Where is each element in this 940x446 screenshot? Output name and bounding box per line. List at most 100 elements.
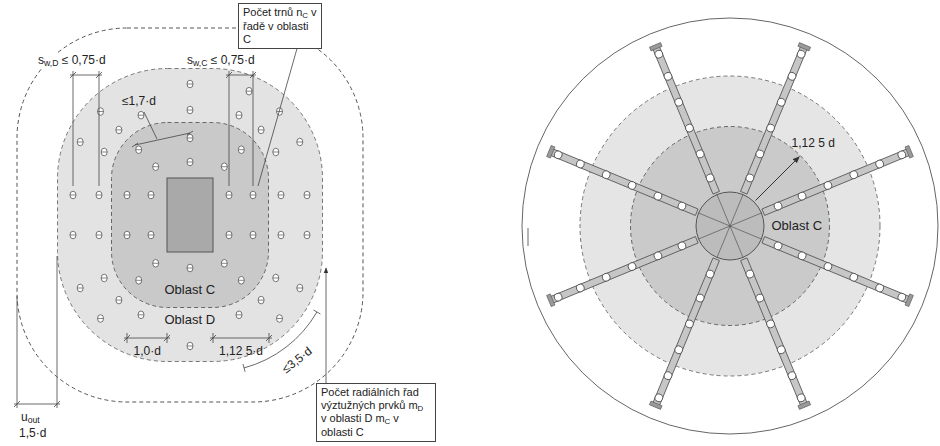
stud-head [278, 231, 284, 239]
text-part: v oblasti D m [321, 412, 385, 424]
stud [663, 371, 673, 381]
region-label: Oblast D [165, 313, 216, 328]
dimension-line [70, 75, 102, 76]
stud-mark [258, 300, 264, 301]
text-part: Oblast D [165, 312, 216, 327]
stud [138, 311, 144, 319]
rail-end [649, 43, 662, 51]
stud-mark [116, 129, 122, 130]
rail-end [798, 43, 811, 51]
stud-head [684, 319, 694, 329]
stud [153, 260, 159, 268]
stud-mark [153, 166, 159, 167]
rail-end [798, 401, 811, 409]
text-part: ≤ 0,75·d [207, 53, 254, 67]
rail-end [649, 401, 662, 409]
region-label: Oblast C [165, 283, 216, 298]
stud-head [187, 80, 193, 88]
region-fill [631, 127, 830, 326]
stud [101, 148, 107, 156]
stud-head [138, 111, 144, 119]
stud-head [297, 138, 303, 146]
spoke-group [699, 195, 762, 258]
stud-head [221, 163, 227, 171]
stud [221, 260, 227, 268]
dimension-lines [14, 45, 528, 408]
stud-head [153, 163, 159, 171]
stud-mark [226, 235, 232, 236]
stud [684, 123, 694, 133]
stud-head [601, 272, 611, 282]
stud-head [304, 231, 310, 239]
text-part: 1,0·d [134, 344, 161, 358]
stud-mark [70, 235, 76, 236]
stud-head [273, 274, 279, 282]
stud [77, 284, 83, 292]
stud-head [897, 150, 907, 160]
stud-mark [221, 166, 227, 167]
stud [96, 231, 102, 239]
stud [148, 231, 154, 239]
stud [674, 345, 684, 355]
stud [601, 170, 611, 180]
stud-head [278, 191, 284, 199]
stud-head [70, 231, 76, 239]
stud-head [796, 49, 806, 59]
stud [246, 87, 252, 95]
stud [187, 158, 193, 166]
outer-zone [580, 76, 880, 376]
stud [787, 71, 797, 81]
spoke-line [730, 226, 743, 257]
stud [236, 311, 242, 319]
text-part: ≤3,5·d [279, 344, 314, 376]
stud [897, 150, 907, 160]
stud-head [116, 126, 122, 134]
rail-group [547, 43, 914, 410]
stud [138, 111, 144, 119]
stud [226, 191, 232, 199]
stud-mark [101, 278, 107, 279]
stud [136, 277, 142, 285]
stud-mark [277, 318, 283, 319]
text-part: Počet radiálních řad výztužných prvků m [321, 386, 419, 411]
uout-perimeter [17, 28, 363, 402]
dimension-line [210, 338, 272, 339]
stud [875, 283, 885, 293]
stud [221, 163, 227, 171]
stud-mark [236, 115, 242, 116]
stud [238, 146, 244, 154]
stud [250, 231, 256, 239]
stud-head [136, 277, 142, 285]
label-anchor: sw,D ≤ 0,75·d [36, 53, 108, 67]
stud-mark [148, 195, 154, 196]
stud [226, 231, 232, 239]
extension-line [73, 71, 74, 186]
stud-head [654, 49, 664, 59]
subscript: D [418, 403, 424, 412]
stud [575, 283, 585, 293]
stud-head [136, 146, 142, 154]
stud-mark [77, 142, 83, 143]
stud-head [304, 191, 310, 199]
subscript: w,C [193, 58, 207, 68]
stud-mark [226, 195, 232, 196]
stud-mark [138, 115, 144, 116]
stud-mark [187, 346, 193, 347]
stud-head [258, 126, 264, 134]
stud-head [674, 345, 684, 355]
dimension-label: sw,C ≤ 0,75·d [185, 53, 257, 67]
stud [575, 159, 585, 169]
stud [77, 138, 83, 146]
stud-mark [187, 84, 193, 85]
region-fill [58, 69, 323, 362]
stud [250, 191, 256, 199]
stud [849, 272, 859, 282]
stud-mark [98, 111, 104, 112]
stud [796, 393, 806, 403]
callout-text: Počet radiálních řad výztužných prvků mD… [321, 386, 431, 439]
stud-head [250, 231, 256, 239]
callout-box: Počet trnů nC v řadě v oblasti C [238, 3, 322, 49]
stud-head [823, 180, 833, 190]
dimension-label: ≤1,7·d [122, 94, 156, 108]
stud-mark [304, 235, 310, 236]
